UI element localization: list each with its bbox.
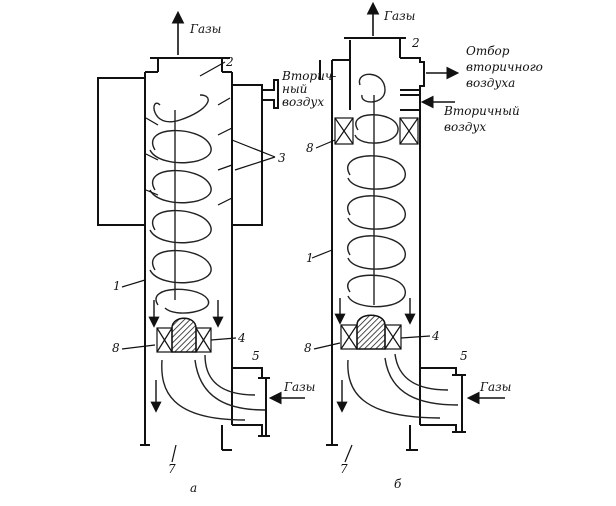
secondary-air-label-b-1: Вторичный	[443, 104, 520, 118]
central-body-a	[171, 317, 197, 353]
air-jets-a	[145, 97, 233, 206]
label-4-a: 4	[237, 331, 246, 345]
label-8-b-top: 8	[306, 141, 314, 155]
diagram-a: Газы Вторич- ный воздух 3 2	[97, 10, 336, 495]
secondary-air-label-a-3: воздух	[282, 95, 324, 109]
label-5-b: 5	[460, 349, 468, 363]
diagram-b: Газы 2 Отбор вторичного воздуха Вторичны…	[304, 1, 543, 491]
label-8-a: 8	[112, 341, 120, 355]
swirl-flow-a	[149, 94, 212, 314]
air-offtake-label-1: Отбор	[466, 44, 510, 58]
air-offtake-label-3: воздуха	[466, 76, 515, 90]
label-1-b: 1	[306, 251, 314, 265]
secondary-air-label-a-1: Вторич-	[281, 69, 336, 83]
top-swirler-right-b	[399, 117, 419, 145]
gases-in-label-b: Газы	[479, 380, 511, 394]
label-2-a: 2	[225, 55, 234, 69]
jacket-right-a	[232, 84, 263, 226]
gases-out-label-b: Газы	[383, 9, 415, 23]
central-body-b	[356, 314, 386, 350]
jacket-left-a	[97, 77, 145, 226]
gases-out-label-a: Газы	[189, 22, 221, 36]
label-7-a: 7	[168, 462, 176, 476]
shell-b	[331, 60, 421, 445]
label-4-b: 4	[431, 329, 440, 343]
inlet-elbow-b	[420, 367, 466, 433]
caption-b: б	[394, 477, 402, 491]
top-swirler-left-b	[334, 117, 354, 145]
gases-in-label-a: Газы	[283, 380, 315, 394]
outlet-pipe-b	[349, 38, 401, 110]
label-5-a: 5	[252, 349, 260, 363]
outlet-pipe-a	[157, 58, 223, 72]
secondary-air-label-a-2: ный	[282, 82, 307, 96]
secondary-air-label-b-2: воздух	[444, 120, 486, 134]
label-8-b: 8	[304, 341, 312, 355]
swirl-flow-b	[347, 73, 406, 308]
label-1-a: 1	[113, 279, 121, 293]
inlet-elbow-a	[232, 367, 263, 378]
air-offtake-label-2: вторичного	[466, 60, 543, 74]
hopper-b	[326, 425, 418, 451]
label-7-b: 7	[340, 462, 348, 476]
label-2-b: 2	[411, 36, 420, 50]
shell-a	[144, 72, 233, 445]
caption-a: а	[190, 481, 197, 495]
label-3-a: 3	[278, 151, 286, 165]
hopper-a	[140, 425, 232, 451]
